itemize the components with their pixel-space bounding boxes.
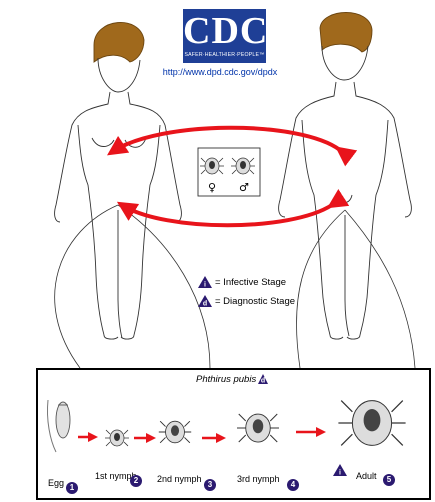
- stage-label-2nd-nymph: 2nd nymph: [157, 474, 202, 484]
- stage-label-egg: Egg: [48, 478, 65, 488]
- svg-text:d: d: [203, 301, 207, 308]
- infective-stage-icon: i: [198, 276, 212, 288]
- adult-infective-marker: i: [333, 464, 347, 477]
- stage-label-3rd-nymph: 3rd nymph: [237, 474, 280, 484]
- stage-number-3: 3: [204, 479, 216, 491]
- male-louse-icon: [231, 157, 255, 175]
- legend-diagnostic-label: = Diagnostic Stage: [215, 295, 296, 307]
- second-nymph-illustration: [158, 420, 192, 444]
- life-cycle-box: [36, 368, 431, 500]
- diagnostic-stage-icon: d: [198, 295, 212, 307]
- third-nymph-illustration: [237, 413, 279, 443]
- legend-infective: i = Infective Stage: [198, 276, 286, 288]
- legend-diagnostic: d = Diagnostic Stage: [198, 295, 295, 307]
- female-louse-icon: [200, 157, 224, 175]
- first-nymph-illustration: [105, 429, 129, 447]
- cdc-logo: CDC SAFER·HEALTHIER·PEOPLE™: [183, 9, 269, 63]
- egg-nit-illustration: [47, 399, 71, 453]
- female-hair: [93, 22, 145, 63]
- svg-text:i: i: [204, 282, 206, 289]
- stage-number-2: 2: [130, 475, 142, 487]
- male-figure: [278, 12, 412, 340]
- female-symbol: ♀: [208, 181, 216, 194]
- legend-infective-label: = Infective Stage: [215, 276, 287, 288]
- male-hair: [319, 12, 373, 53]
- cdc-logo-tagline: SAFER·HEALTHIER·PEOPLE™: [184, 52, 265, 58]
- species-name: Phthirus pubis: [196, 374, 257, 385]
- male-symbol: ♂: [239, 181, 249, 194]
- source-url: http://www.dpd.cdc.gov/dpdx: [162, 67, 278, 77]
- species-diagnostic-marker: d: [258, 374, 268, 385]
- transmission-arrow-upper: [107, 125, 358, 167]
- svg-text:i: i: [339, 470, 341, 477]
- transmission-arrow-lower: [116, 189, 350, 228]
- svg-text:d: d: [261, 378, 265, 385]
- stage-label-1st-nymph: 1st nymph: [95, 471, 137, 481]
- stage-number-1: 1: [66, 482, 78, 494]
- stage-number-5: 5: [383, 474, 395, 486]
- cdc-logo-text: CDC: [183, 10, 269, 52]
- adult-louse-illustration: [338, 400, 406, 446]
- stage-number-4: 4: [287, 479, 299, 491]
- stage-label-adult: Adult: [356, 471, 377, 481]
